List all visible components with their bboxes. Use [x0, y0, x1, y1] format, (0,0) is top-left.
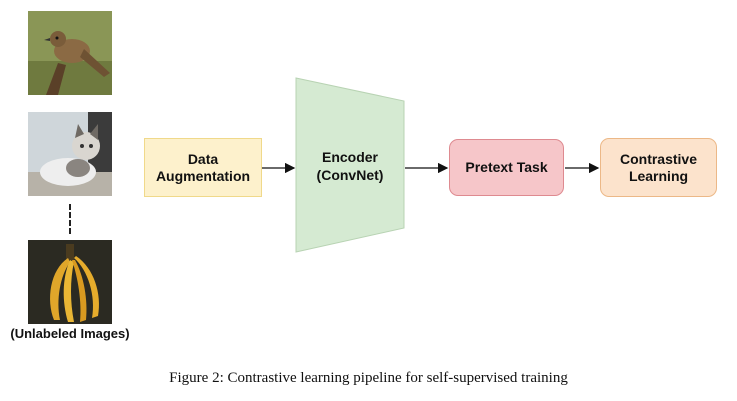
unlabeled-images-label: (Unlabeled Images): [10, 326, 130, 341]
cat-image: [28, 112, 112, 196]
pretext-task-box: Pretext Task: [449, 139, 564, 196]
ellipsis-divider: [69, 204, 71, 234]
encoder-shape: [295, 77, 405, 253]
figure-caption: Figure 2: Contrastive learning pipeline …: [169, 370, 568, 386]
contrastive-learning-box: Contrastive Learning: [600, 138, 717, 197]
encoder-label: Encoder (ConvNet): [316, 149, 384, 183]
data-augmentation-box: Data Augmentation: [144, 138, 262, 197]
banana-image: [28, 240, 112, 324]
bird-image: [28, 11, 112, 95]
